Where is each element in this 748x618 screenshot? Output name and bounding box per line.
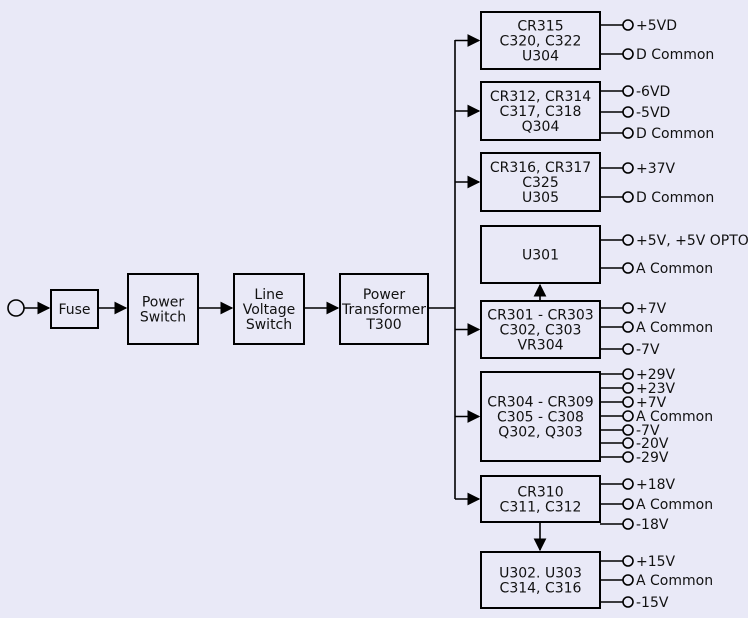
output-label: -5VD bbox=[636, 105, 670, 121]
input-chain-block-label: T300 bbox=[365, 317, 401, 333]
supply-block-label: C302, C303 bbox=[500, 323, 582, 339]
output-label: +5V, +5V OPTO bbox=[636, 233, 748, 249]
output-terminal-icon bbox=[622, 321, 634, 333]
output-terminal-icon bbox=[622, 106, 634, 118]
output-terminal-icon bbox=[622, 162, 634, 174]
output-label: -6VD bbox=[636, 84, 670, 100]
supply-block-label: U302. U303 bbox=[499, 566, 582, 582]
output-label: D Common bbox=[636, 126, 714, 142]
output-label: A Common bbox=[636, 409, 713, 425]
output-terminal-icon bbox=[622, 451, 634, 463]
output-label: A Common bbox=[636, 320, 713, 336]
input-chain-block bbox=[127, 273, 199, 345]
input-chain-block bbox=[339, 273, 429, 345]
output-terminal-icon bbox=[622, 191, 634, 203]
output-label: A Common bbox=[636, 573, 713, 589]
output-label: -7V bbox=[636, 342, 660, 358]
output-terminal-icon bbox=[622, 343, 634, 355]
output-label: +37V bbox=[636, 161, 676, 177]
output-terminal-icon bbox=[622, 396, 634, 408]
output-label: +29V bbox=[636, 367, 676, 383]
supply-block-label: U305 bbox=[522, 190, 559, 206]
supply-block bbox=[480, 371, 601, 462]
supply-block-label: C325 bbox=[522, 175, 559, 191]
output-label: -15V bbox=[636, 595, 669, 611]
output-terminal-icon bbox=[622, 85, 634, 97]
output-terminal-icon bbox=[622, 368, 634, 380]
output-label: -18V bbox=[636, 517, 669, 533]
supply-block-label: CR312, CR314 bbox=[490, 89, 591, 105]
input-chain-block bbox=[50, 289, 99, 329]
output-terminal-icon bbox=[622, 234, 634, 246]
output-label: A Common bbox=[636, 261, 713, 277]
input-chain-block-label: Power bbox=[142, 295, 185, 311]
supply-block bbox=[480, 300, 601, 359]
output-label: +5VD bbox=[636, 18, 677, 34]
output-label: D Common bbox=[636, 47, 714, 63]
output-label: +18V bbox=[636, 477, 676, 493]
supply-block bbox=[480, 475, 601, 523]
input-chain-block-label: Transformer bbox=[341, 302, 426, 318]
output-terminal-icon bbox=[622, 262, 634, 274]
input-chain-block-label: Fuse bbox=[58, 302, 90, 318]
supply-block-label: C314, C316 bbox=[500, 581, 582, 597]
output-label: -29V bbox=[636, 450, 669, 466]
output-label: +7V bbox=[636, 395, 667, 411]
output-terminal-icon bbox=[622, 302, 634, 314]
output-terminal-icon bbox=[622, 48, 634, 60]
supply-block bbox=[480, 81, 601, 141]
output-label: +23V bbox=[636, 381, 676, 397]
output-terminal-icon bbox=[622, 478, 634, 490]
output-label: A Common bbox=[636, 497, 713, 513]
output-label: +7V bbox=[636, 301, 667, 317]
output-terminal-icon bbox=[622, 424, 634, 436]
output-label: -7V bbox=[636, 423, 660, 439]
output-terminal-icon bbox=[622, 498, 634, 510]
supply-block-label: CR304 - CR309 bbox=[487, 395, 593, 411]
input-chain-block-label: Switch bbox=[140, 310, 186, 326]
output-terminal-icon bbox=[622, 518, 634, 530]
supply-block bbox=[480, 225, 601, 284]
supply-block-label: C320, C322 bbox=[500, 34, 582, 50]
supply-block-label: CR301 - CR303 bbox=[487, 308, 593, 324]
supply-block-label: Q302, Q303 bbox=[498, 425, 582, 441]
output-terminal-icon bbox=[622, 437, 634, 449]
supply-block bbox=[480, 152, 601, 212]
supply-block-label: CR316, CR317 bbox=[490, 160, 591, 176]
input-terminal-icon bbox=[7, 299, 25, 317]
input-chain-block-label: Power bbox=[363, 287, 406, 303]
input-chain-block-label: Voltage bbox=[243, 302, 296, 318]
supply-block bbox=[480, 11, 601, 70]
output-terminal-icon bbox=[622, 382, 634, 394]
output-label: D Common bbox=[636, 190, 714, 206]
supply-block-label: VR304 bbox=[517, 338, 563, 354]
output-terminal-icon bbox=[622, 574, 634, 586]
input-chain-block bbox=[233, 273, 305, 345]
output-terminal-icon bbox=[622, 127, 634, 139]
supply-block bbox=[480, 551, 601, 609]
output-label: -20V bbox=[636, 436, 669, 452]
supply-block-label: C305 - C308 bbox=[497, 410, 584, 426]
supply-block-label: U304 bbox=[522, 49, 559, 65]
output-terminal-icon bbox=[622, 19, 634, 31]
supply-block-label: U301 bbox=[522, 248, 559, 264]
output-terminal-icon bbox=[622, 410, 634, 422]
supply-block-label: C317, C318 bbox=[500, 104, 582, 120]
output-label: +15V bbox=[636, 554, 676, 570]
supply-block-label: C311, C312 bbox=[500, 500, 582, 516]
supply-block-label: Q304 bbox=[522, 119, 560, 135]
output-terminal-icon bbox=[622, 596, 634, 608]
input-chain-block-label: Line bbox=[254, 287, 283, 303]
output-terminal-icon bbox=[622, 555, 634, 567]
input-chain-block-label: Switch bbox=[246, 317, 292, 333]
supply-block-label: CR310 bbox=[517, 485, 563, 501]
supply-block-label: CR315 bbox=[517, 19, 563, 35]
